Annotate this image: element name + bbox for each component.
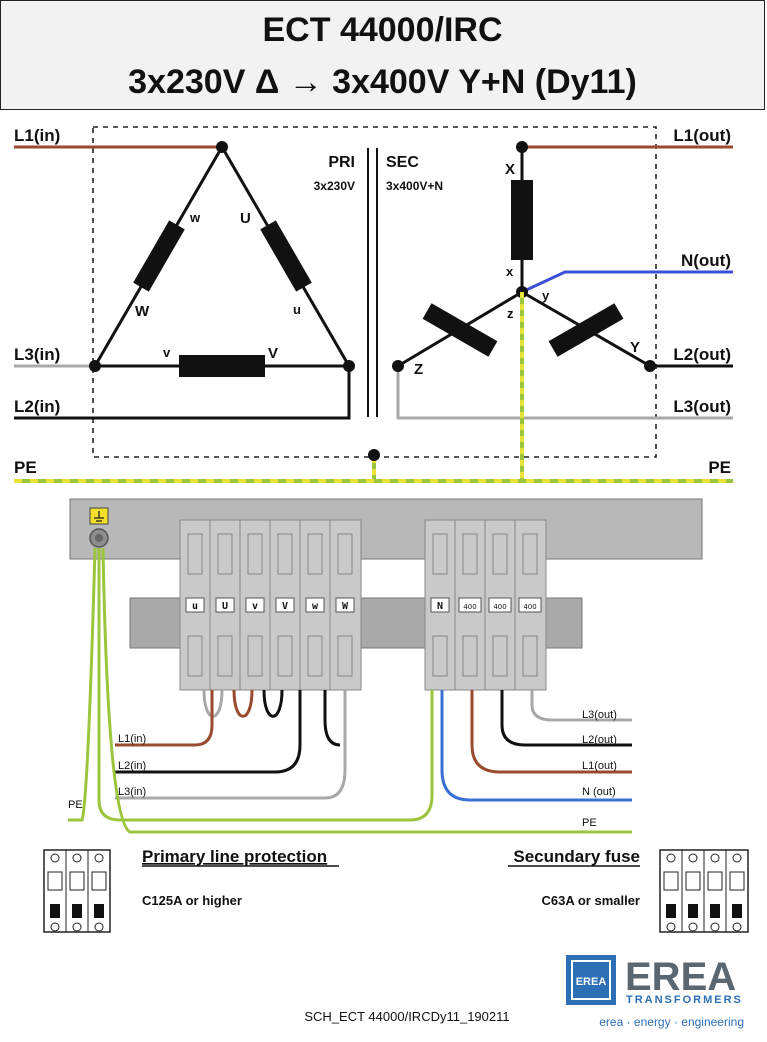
primary-protection-title: Primary line protection (142, 847, 327, 866)
wire-l1-out-label: L1(out) (582, 760, 617, 772)
wire-pe-primary (97, 548, 434, 822)
term-z-small: z (507, 306, 514, 321)
wire-pe-in (68, 547, 97, 822)
wire-l2-in-label: L2(in) (118, 760, 146, 772)
wire-n-out (440, 690, 632, 802)
node-right (343, 360, 355, 372)
marker-w: w (312, 601, 319, 612)
pe-left-label: PE (14, 458, 37, 477)
winding-xx (511, 180, 533, 260)
wire-n-out-label: N (out) (582, 786, 616, 798)
erea-logo-badge: EREA (566, 955, 616, 1005)
term-Y-big: Y (630, 339, 640, 356)
term-Z-big: Z (414, 361, 423, 378)
primary-breaker-icon (43, 849, 111, 933)
wire-l1-out (470, 690, 632, 774)
jumper-black (262, 689, 284, 718)
wire-l2-out (500, 690, 632, 747)
term-W-big: W (135, 303, 150, 320)
transformer-outline (92, 126, 657, 458)
n-out-label: N(out) (681, 251, 731, 270)
marker-400-1: 400 (463, 603, 476, 611)
node-left (89, 360, 101, 372)
wire-l1-in (115, 690, 214, 747)
winding-vv (179, 355, 265, 377)
winding-yy (548, 303, 624, 357)
term-V-big: V (268, 345, 278, 362)
brand-name: EREA (625, 955, 736, 999)
l2-out-label: L2(out) (673, 345, 731, 364)
jumper-brown (232, 689, 254, 718)
l2-in-label: L2(in) (14, 397, 60, 416)
secondary-fuse-title: Secundary fuse (513, 847, 640, 866)
wire-l3-out-label: L3(out) (582, 709, 617, 721)
marker-W: W (342, 601, 349, 612)
marker-N: N (437, 601, 443, 612)
secondary-fuse-rating: C63A or smaller (541, 893, 640, 908)
wire-l3-in (115, 690, 347, 800)
title-banner: ECT 44000/IRC 3x230V Δ → 3x400V Y+N (Dy1… (0, 0, 765, 110)
sec-node-left (392, 360, 404, 372)
marker-U: U (222, 601, 228, 612)
wire-l3-out (530, 690, 632, 722)
sec-node-right (644, 360, 656, 372)
term-u-small: u (293, 302, 301, 317)
term-x-small: x (506, 264, 514, 279)
wire-l2-out-label: L2(out) (582, 734, 617, 746)
primary-terminals (179, 519, 362, 691)
l1-in-label: L1(in) (14, 126, 60, 145)
brand-tagline: erea · energy · engineering (599, 1015, 744, 1029)
wire-l3-in-label: L3(in) (118, 786, 146, 798)
term-w-small: w (189, 210, 201, 225)
ground-icon (94, 511, 104, 522)
l3-in-label: L3(in) (14, 345, 60, 364)
title-model: ECT 44000/IRC (262, 11, 503, 49)
sec-label: SEC (386, 154, 419, 171)
primary-protection-rating: C125A or higher (142, 893, 242, 908)
title-config: 3x230V Δ → 3x400V Y+N (Dy11) (128, 63, 637, 101)
wire-pe-in-label: PE (68, 799, 83, 811)
l3-out-line (396, 366, 733, 420)
marker-v: v (252, 601, 258, 612)
wire-l1-in-label: L1(in) (118, 733, 146, 745)
term-y-small: y (542, 288, 550, 303)
sec-node-top (516, 141, 528, 153)
term-U-big: U (240, 210, 251, 227)
marker-V: V (282, 601, 288, 612)
term-X-big: X (505, 161, 515, 178)
wire-pe-out-label: PE (582, 817, 597, 829)
winding-uu (260, 220, 312, 292)
n-out-line (521, 270, 733, 294)
node-top (216, 141, 228, 153)
wire-l2-in (115, 690, 302, 774)
pri-voltage: 3x230V (314, 179, 355, 193)
pe-right-label: PE (708, 458, 731, 477)
sec-voltage: 3x400V+N (386, 179, 443, 193)
pri-label: PRI (328, 154, 355, 171)
document-code: SCH_ECT 44000/IRCDy11_190211 (304, 1009, 509, 1024)
pe-core-node (368, 449, 380, 461)
winding-ww (133, 220, 185, 292)
secondary-breaker-icon (659, 849, 749, 933)
wire-pe-out (101, 547, 632, 834)
l2-in-line (14, 366, 351, 420)
mounting-plate (69, 498, 703, 560)
l3-out-label: L3(out) (673, 397, 731, 416)
l1-out-label: L1(out) (673, 126, 731, 145)
x-leg (520, 145, 733, 292)
brand-subtitle: TRANSFORMERS (626, 994, 743, 1006)
marker-400-2: 400 (493, 603, 506, 611)
marker-u: u (192, 601, 198, 612)
delta-triangle (92, 144, 352, 368)
winding-zz (422, 303, 498, 357)
marker-400-3: 400 (523, 603, 536, 611)
secondary-terminals (424, 519, 547, 691)
term-v-small: v (163, 345, 171, 360)
logo-badge-text: EREA (576, 976, 607, 988)
